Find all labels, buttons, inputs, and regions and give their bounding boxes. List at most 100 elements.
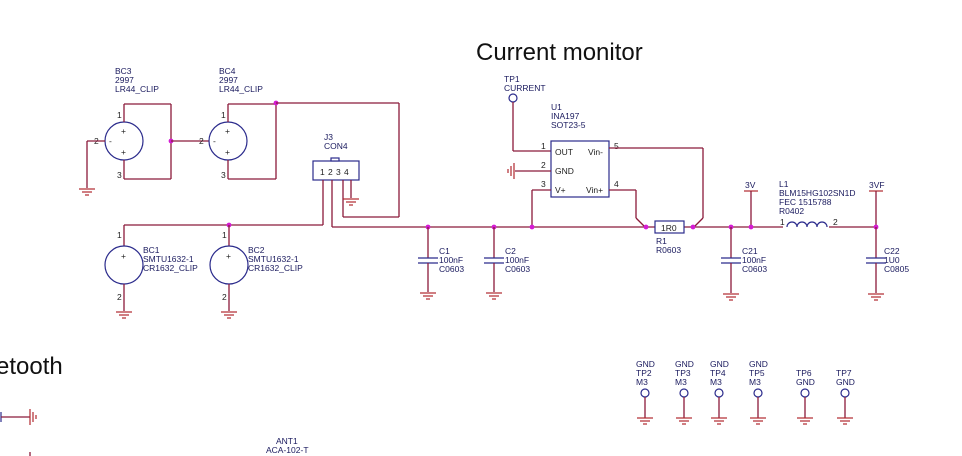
capacitor-c1[interactable]: C1 100nF C0603	[418, 224, 464, 292]
resistor-r1[interactable]: 1R0 R1 R0603	[643, 220, 696, 255]
antenna-ant1[interactable]: ANT1 ACA-102-T	[266, 436, 309, 455]
svg-text:+: +	[121, 126, 126, 136]
bc3-value: 2997	[115, 75, 134, 85]
svg-text:C0603: C0603	[742, 264, 767, 274]
battery-bc3[interactable]: BC3 2997 LR44_CLIP + + - 1 2 3	[94, 66, 172, 180]
svg-text:1: 1	[221, 110, 226, 120]
test-point-label: GND	[675, 359, 694, 369]
svg-text:INA197: INA197	[551, 111, 580, 121]
svg-text:-: -	[213, 136, 216, 146]
svg-text:+: +	[225, 126, 230, 136]
test-point-label: TP2	[636, 368, 652, 378]
svg-text:2: 2	[222, 292, 227, 302]
test-point-label: TP6	[796, 368, 812, 378]
svg-text:1: 1	[117, 230, 122, 240]
svg-text:1U0: 1U0	[884, 255, 900, 265]
test-point-icon	[753, 388, 763, 398]
svg-text:100nF: 100nF	[505, 255, 529, 265]
svg-text:-: -	[109, 136, 112, 146]
svg-text:C0805: C0805	[884, 264, 909, 274]
svg-text:Vin-: Vin-	[588, 147, 603, 157]
connector-j3[interactable]: J3 CON4 1 2 3 4	[312, 132, 360, 181]
test-point-label: GND	[710, 359, 729, 369]
svg-text:SOT23-5: SOT23-5	[551, 120, 586, 130]
svg-text:CON4: CON4	[324, 141, 348, 151]
ground-icon	[221, 311, 237, 319]
svg-text:V+: V+	[555, 185, 566, 195]
test-point-label: TP7	[836, 368, 852, 378]
svg-text:C2: C2	[505, 246, 516, 256]
svg-text:1: 1	[117, 110, 122, 120]
svg-text:C22: C22	[884, 246, 900, 256]
test-point-icon	[714, 388, 724, 398]
ground-icon	[723, 293, 739, 301]
svg-text:5: 5	[614, 141, 619, 151]
svg-text:GND: GND	[555, 166, 574, 176]
test-point-label: TP4	[710, 368, 726, 378]
test-point-label: GND	[796, 377, 815, 387]
ground-icon	[486, 292, 502, 300]
svg-text:+: +	[225, 147, 230, 157]
test-point-icon	[800, 388, 810, 398]
test-point-label: M3	[636, 377, 648, 387]
svg-text:+: +	[121, 147, 126, 157]
test-point-label: GND	[749, 359, 768, 369]
svg-text:1: 1	[320, 167, 325, 177]
svg-text:ACA-102-T: ACA-102-T	[266, 445, 309, 455]
test-point-icon	[679, 388, 689, 398]
net-label-3vf: 3VF	[869, 180, 885, 230]
svg-text:R0603: R0603	[656, 245, 681, 255]
test-point-label: M3	[749, 377, 761, 387]
svg-text:R0402: R0402	[779, 206, 804, 216]
svg-text:BLM15HG102SN1D: BLM15HG102SN1D	[779, 188, 856, 198]
battery-bc2[interactable]: + BC2 SMTU1632-1 CR1632_CLIP 1 2	[209, 225, 303, 311]
capacitor-c22[interactable]: C22 1U0 C0805	[866, 227, 909, 293]
battery-bc4[interactable]: BC4 2997 LR44_CLIP + + - 1 2 3	[199, 66, 277, 180]
svg-text:2: 2	[833, 217, 838, 227]
svg-text:BC2: BC2	[248, 245, 265, 255]
ground-icon	[507, 163, 515, 179]
svg-text:1: 1	[541, 141, 546, 151]
ground-icon	[116, 311, 132, 319]
inductor-l1[interactable]: L1 BLM15HG102SN1D FEC 1515788 R0402 1 2	[779, 179, 856, 228]
svg-text:2: 2	[199, 136, 204, 146]
test-point-label: TP3	[675, 368, 691, 378]
bc3-footprint: LR44_CLIP	[115, 84, 159, 94]
svg-text:2: 2	[117, 292, 122, 302]
svg-text:CURRENT: CURRENT	[504, 83, 546, 93]
test-point-icon	[840, 388, 850, 398]
svg-text:Vin+: Vin+	[586, 185, 603, 195]
svg-text:100nF: 100nF	[742, 255, 766, 265]
net-label-3v: 3V	[744, 180, 758, 230]
svg-text:CR1632_CLIP: CR1632_CLIP	[248, 263, 303, 273]
battery-bc1[interactable]: + BC1 SMTU1632-1 CR1632_CLIP 1 2	[104, 225, 198, 311]
ground-icon	[79, 188, 95, 196]
svg-text:SMTU1632-1: SMTU1632-1	[248, 254, 299, 264]
svg-text:C0603: C0603	[505, 264, 530, 274]
svg-text:C21: C21	[742, 246, 758, 256]
svg-text:1: 1	[780, 217, 785, 227]
test-point-label: M3	[710, 377, 722, 387]
svg-text:ANT1: ANT1	[276, 436, 298, 446]
capacitor-c2[interactable]: C2 100nF C0603	[484, 224, 530, 292]
test-point-tp1[interactable]: TP1 CURRENT	[504, 74, 551, 152]
capacitor-c21[interactable]: C21 100nF C0603	[721, 224, 767, 293]
section-title-current-monitor: Current monitor	[476, 39, 643, 66]
svg-text:3: 3	[336, 167, 341, 177]
test-point-label: M3	[675, 377, 687, 387]
test-point-icon	[508, 93, 518, 103]
svg-text:J3: J3	[324, 132, 333, 142]
svg-text:3V: 3V	[745, 180, 756, 190]
svg-text:4: 4	[614, 179, 619, 189]
svg-text:1R0: 1R0	[661, 223, 677, 233]
svg-text:1: 1	[222, 230, 227, 240]
ic-u1-ina197[interactable]: U1 INA197 SOT23-5 OUT GND V+ Vin+ Vin- 1…	[541, 102, 619, 198]
svg-text:OUT: OUT	[555, 147, 573, 157]
